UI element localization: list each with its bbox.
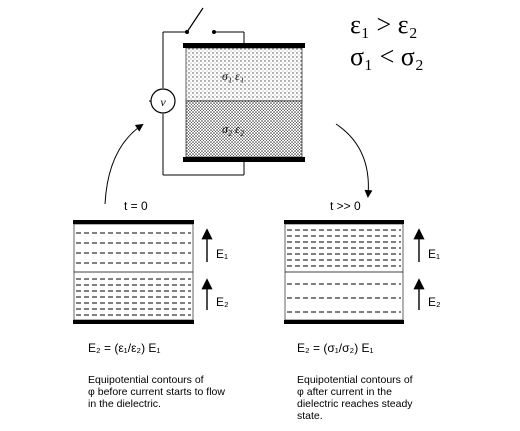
voltmeter-icon <box>150 88 176 114</box>
left-caption-line-1: Equipotential contours of <box>88 374 204 386</box>
arrow-to-voltmeter <box>104 123 144 205</box>
switch-contact-left <box>185 30 189 34</box>
voltmeter-label: v <box>160 95 166 109</box>
epsilon-relation: ε₁ > ε₂ <box>350 10 418 39</box>
right-e1-label: E₁ <box>428 247 440 261</box>
right-panel: t >> 0 E₁ E₂ E₂ = (σ₁/σ₂) E₁ Equipotenti… <box>284 199 441 422</box>
right-time-label: t >> 0 <box>330 199 361 213</box>
dielectric-layer-2 <box>185 100 303 158</box>
switch-arm <box>186 7 204 33</box>
right-top-plate <box>284 220 404 224</box>
left-formula: E₂ = (ε₁/ε₂) E₁ <box>88 341 160 355</box>
right-caption-line-3: dielectric reaches steady <box>297 398 413 410</box>
right-caption-line-4: state. <box>297 410 323 422</box>
left-panel: t = 0 E₁ E₂ E₂ = (ε₁/ε₂) E₁ Equipotentia… <box>73 199 229 410</box>
left-time-label: t = 0 <box>124 199 148 213</box>
arrow-to-right-panel <box>335 123 373 198</box>
layer1-label: σ₁ ε₁ <box>222 69 244 83</box>
left-bottom-plate <box>73 320 194 324</box>
left-equipotential-contours <box>76 232 191 316</box>
top-plate <box>183 43 305 48</box>
right-e2-label: E₂ <box>428 295 441 309</box>
left-e1-label: E₁ <box>216 247 228 261</box>
right-bottom-plate <box>284 320 404 324</box>
right-caption-line-2: φ after current in the <box>297 386 392 398</box>
left-caption-line-2: φ before current starts to flow <box>88 386 225 398</box>
left-e2-label: E₂ <box>216 295 229 309</box>
bottom-plate <box>183 157 305 162</box>
right-formula: E₂ = (σ₁/σ₂) E₁ <box>297 341 374 355</box>
right-equipotential-contours <box>287 229 401 313</box>
left-top-plate <box>73 220 194 224</box>
sigma-relation: σ₁ < σ₂ <box>350 42 424 71</box>
right-caption-line-1: Equipotential contours of <box>297 374 413 386</box>
left-caption-line-3: in the dielectric. <box>88 398 161 410</box>
capacitor-circuit: v σ₁ ε₁ σ₂ ε₂ <box>149 7 305 176</box>
layer2-label: σ₂ ε₂ <box>222 122 244 136</box>
dielectric-layer-1 <box>185 47 303 102</box>
